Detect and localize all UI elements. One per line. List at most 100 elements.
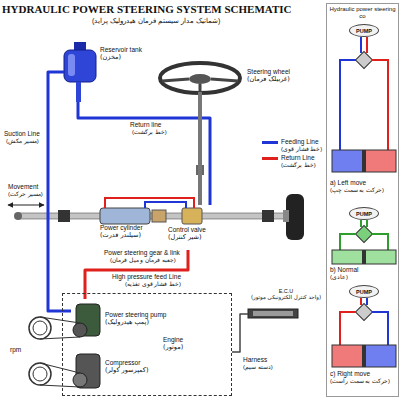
steering-wheel: Steering wheel(غربیلک فرمان) [155,58,310,104]
panel-line [366,298,368,305]
engine-area: Engine(موتور)Power steering pump(پمپ هید… [62,293,232,396]
node-text: PUMP [350,289,378,295]
drive-belt [40,363,80,373]
node-text: Reservoir tank [100,46,160,54]
valve-panel: Hydraulic power steering co PUMP PUMP PUMP [326,3,399,397]
hydraulic-line [85,250,188,299]
reservoir-highlight [68,54,75,76]
node-text: PUMP [350,28,378,34]
cylinder-chamber [366,150,396,172]
node-text: (شیر کنترل) [168,234,216,242]
panel-valve [356,226,373,243]
annotation-label: a) Left move [330,179,366,186]
annotation-label: (خط فشار قوی تغذیه) [125,281,181,288]
wheel-rim [160,63,240,93]
tie-rod-end [14,212,22,220]
panel-line [360,298,362,305]
panel-line [340,234,356,250]
legend-swatch [262,157,278,160]
gear-housing [152,210,166,222]
node-text: Power cylinder [100,224,158,232]
annotation-label: Power steering gear & link [104,249,180,256]
panel-cylinder [332,150,396,172]
drive-belt [40,337,80,339]
hydraulic-line [78,102,210,205]
annotation-label: (شماتیک مدار سیستم فرمان هیدرولیک پراید) [92,17,220,25]
panel-line [340,60,356,150]
reservoir-tank: Reservoir tank(مخزن) [60,40,160,102]
node-text: (کمپرسور کولر) [105,367,163,375]
drive-belt [40,385,80,387]
cylinder-chamber [332,150,362,172]
annotation-label: b) Normal [330,266,359,273]
wheel-spoke [162,79,189,81]
ecu-unit: E.C.U(واحد کنترل الکترونیکی موتور) [248,288,324,320]
panel-valve [356,304,373,321]
annotation-label: (خط فشار قوی) [281,146,322,153]
reservoir-cap [74,42,86,50]
annotation-label: Movement [8,183,38,190]
pump-circle: PUMP [349,207,379,220]
panel-piston [362,345,366,367]
node-text: (غربیلک فرمان) [247,76,310,84]
cylinder-body [100,208,150,224]
pump-circle: PUMP [349,285,379,298]
rack-bellow [58,210,70,222]
annotation-label: (دسته سیم) [243,364,273,371]
cylinder-chamber [366,345,396,367]
wheel-spoke [211,79,238,81]
node-text: Hydraulic power steering co [329,6,396,20]
annotation-label: (خط برگشت) [281,162,316,169]
crank-pulley-ring [33,321,47,335]
crank-pulley [29,317,51,339]
crank-pulley-ring [33,367,47,381]
crank-pulley [29,363,51,385]
ecu-box-face [253,311,293,316]
annotation-label: (مسیر مکش) [6,138,39,145]
panel-line [366,37,368,53]
reservoir-body [64,50,96,82]
legend-text: Feeding Line [281,138,319,145]
hydraulic-line [232,314,248,352]
reservoir-outlet [76,82,81,102]
annotation-label: c) Right move [330,370,370,377]
steering-column [198,104,202,205]
annotation-label: (خط برگشت) [132,129,167,136]
steering-pump: Power steering pump(پمپ هیدرولیک) [71,299,171,347]
panel-line [360,220,362,227]
cylinder-chamber [332,345,362,367]
column-stub [198,92,202,104]
line-label: Suction Line [4,130,40,137]
valve-body [182,208,202,224]
panel-line [340,312,356,345]
panel-piston [362,250,366,264]
annotation-label: (عادی) [330,274,348,281]
legend-text: Return Line [281,154,315,161]
panel-valve [356,52,373,69]
line-label: Harness [243,356,267,363]
annotation-label: (جعبه فرمان و میل فرمان) [110,257,176,264]
node-text: E.C.U [248,288,324,294]
panel-cylinder [332,345,396,367]
power-cylinder: Power cylinder(سیلندر قدرت) [96,205,158,245]
node-text: (پمپ هیدرولیک) [105,319,171,327]
node-text: Steering wheel [247,68,310,76]
node-text: Engine [163,336,231,344]
annotation-label: (حرکت به سمت راست) [330,378,390,385]
diagram-title: HYDRAULIC POWER STEERING SYSTEM SCHEMATI… [2,3,292,15]
annotation-label: (حرکت به سمت چپ) [330,187,384,194]
panel-line [360,37,362,53]
node-text: (سیلندر قدرت) [100,232,158,240]
wheel-spoke [199,84,202,92]
panel-piston [362,150,366,172]
wheel-hub [189,74,211,84]
annotation-label: (مسیر حرکت) [8,191,43,198]
annotation-label: rpm [10,346,21,353]
rack-bellow [262,210,274,222]
hydraulic-line [48,72,71,311]
node-text: Control valve [168,226,216,234]
legend-swatch [262,141,278,144]
ecu-box [248,309,298,318]
line-label: Return line [130,121,161,128]
